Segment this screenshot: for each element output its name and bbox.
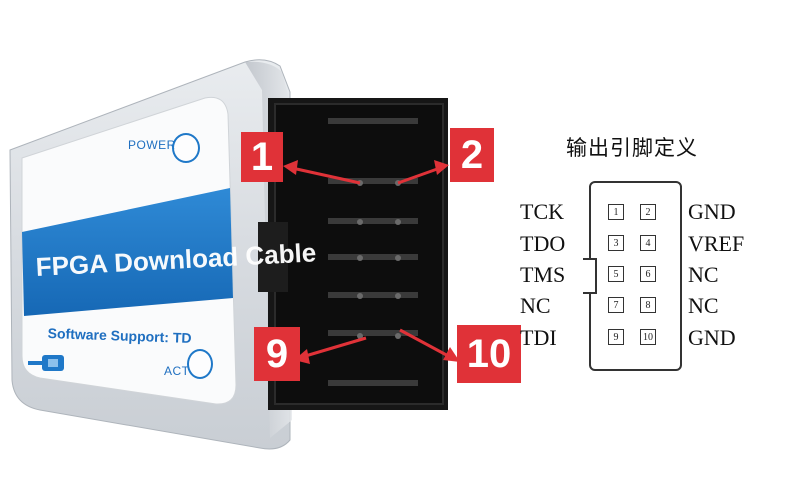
pin-3: 3 — [608, 235, 624, 251]
pin-6: 6 — [640, 266, 656, 282]
pin-1: 1 — [608, 204, 624, 220]
signal-left-3: TMS — [520, 262, 566, 287]
device-illustration — [9, 59, 460, 450]
signal-right-1: GND — [688, 199, 736, 224]
signal-right-4: NC — [688, 293, 719, 318]
pin-8: 8 — [640, 297, 656, 313]
act-label: ACT — [164, 364, 190, 378]
device-photo: POWER FPGA Download Cable Software Suppo… — [9, 59, 521, 450]
signal-left-1: TCK — [520, 199, 564, 224]
connector-outline — [589, 181, 682, 371]
pin-7: 7 — [608, 297, 624, 313]
signal-left-4: NC — [520, 293, 551, 318]
pin-tag-1: 1 — [241, 132, 283, 182]
pin-arrows — [283, 160, 460, 364]
pin-2: 2 — [640, 204, 656, 220]
connector-key-notch — [583, 258, 597, 294]
pin-tag-9: 9 — [254, 327, 300, 381]
signal-right-5: GND — [688, 325, 736, 350]
signal-left-5: TDI — [520, 325, 557, 350]
pinout-title: 输出引脚定义 — [566, 136, 698, 160]
signal-left-2: TDO — [520, 231, 566, 256]
act-led-icon — [187, 349, 213, 379]
pin-4: 4 — [640, 235, 656, 251]
signal-right-3: NC — [688, 262, 719, 287]
power-label: POWER — [128, 138, 176, 152]
usb-icon — [28, 355, 64, 371]
sticker-band — [22, 188, 233, 316]
pin-9: 9 — [608, 329, 624, 345]
pin-10: 10 — [640, 329, 656, 345]
pin-tag-2: 2 — [450, 128, 494, 182]
pin-5: 5 — [608, 266, 624, 282]
signal-right-2: VREF — [688, 231, 745, 256]
power-led-icon — [172, 133, 200, 163]
pin-tag-10: 10 — [457, 325, 521, 383]
